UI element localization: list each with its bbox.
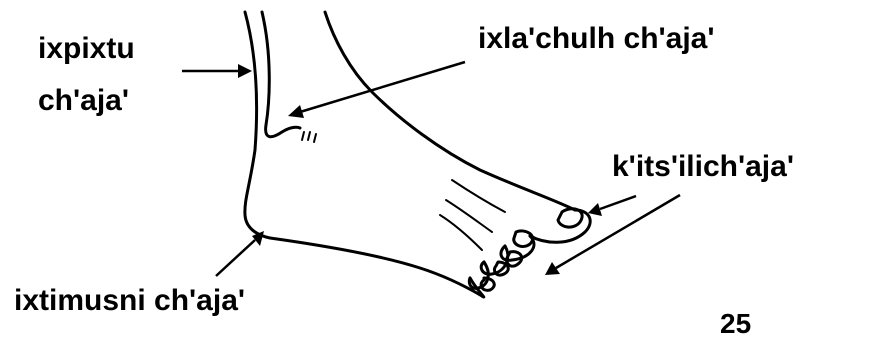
label-ixtimusni: ixtimusni ch'aja' xyxy=(14,286,245,316)
foot-outline-sole xyxy=(270,238,482,296)
foot-outline-leg-inner xyxy=(262,12,300,137)
ankle-mark-3 xyxy=(314,134,316,142)
second-toe-nail xyxy=(514,231,533,247)
tendon-line-1 xyxy=(452,180,505,212)
arrow-ixtimusni xyxy=(216,231,264,276)
arrow-kits-1 xyxy=(588,196,636,216)
big-toe-nail xyxy=(558,209,582,227)
arrow-ixpixtu xyxy=(182,64,252,78)
ankle-mark-2 xyxy=(308,132,310,140)
label-kitsilich: k'its'ilich'aja' xyxy=(612,152,794,182)
label-ixpixtu-line2: ch'aja' xyxy=(38,86,129,116)
label-ixpixtu-line1: ixpixtu xyxy=(38,34,135,64)
label-ixlachulh: ixla'chulh ch'aja' xyxy=(478,24,714,54)
page-number: 25 xyxy=(720,310,751,338)
arrow-ixlachulh xyxy=(288,62,465,118)
ankle-mark-1 xyxy=(302,132,304,140)
tendon-line-2 xyxy=(446,200,492,232)
